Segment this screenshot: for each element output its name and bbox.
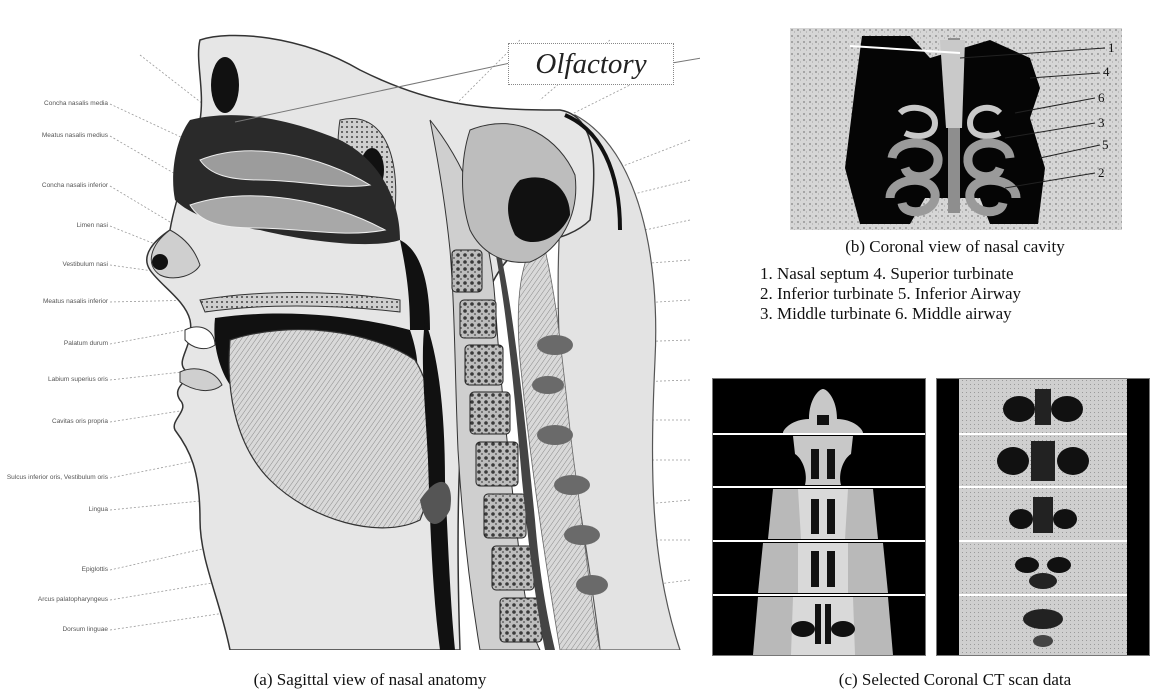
left-label: Vestibulum nasi [4,261,108,269]
left-label: Dorsum linguae [4,626,108,634]
coronal-nasal-cavity-image: 1 4 6 3 5 2 [790,28,1122,230]
coronal-number-label: 2 [1098,165,1105,180]
left-label: Labium superius oris [4,376,108,384]
left-label: Sulcus inferior oris, Vestibulum oris [4,474,108,482]
left-label: Meatus nasalis inferior [4,298,108,306]
left-label: Palatum durum [4,340,108,348]
sagittal-illustration [0,0,700,650]
left-label: Concha nasalis inferior [4,182,108,190]
left-label: Concha nasalis media [4,100,108,108]
coronal-caption: (b) Coronal view of nasal cavity [785,237,1125,257]
legend-line: 1. Nasal septum 4. Superior turbinate [760,264,1150,284]
coronal-number-label: 3 [1098,115,1105,130]
legend-line: 2. Inferior turbinate 5. Inferior Airway [760,284,1150,304]
left-label: Arcus palatopharyngeus [4,596,108,604]
legend-line: 3. Middle turbinate 6. Middle airway [760,304,1150,324]
coronal-number-label: 5 [1102,137,1109,152]
olfactory-label: Olfactory [508,43,674,85]
left-label: Limen nasi [4,222,108,230]
ct-caption: (c) Selected Coronal CT scan data [790,670,1120,690]
coronal-number-label: 6 [1098,90,1105,105]
left-label: Meatus nasalis medius [4,132,108,140]
ct-scan-column-right [936,378,1150,656]
left-label: Lingua [4,506,108,514]
left-label: Cavitas oris propria [4,418,108,426]
ct-scan-column-left [712,378,926,656]
coronal-legend: 1. Nasal septum 4. Superior turbinate 2.… [760,264,1150,324]
coronal-number-label: 4 [1103,64,1110,79]
left-label: Epiglottis [4,566,108,574]
coronal-number-label: 1 [1108,40,1115,55]
sagittal-caption: (a) Sagittal view of nasal anatomy [190,670,550,690]
